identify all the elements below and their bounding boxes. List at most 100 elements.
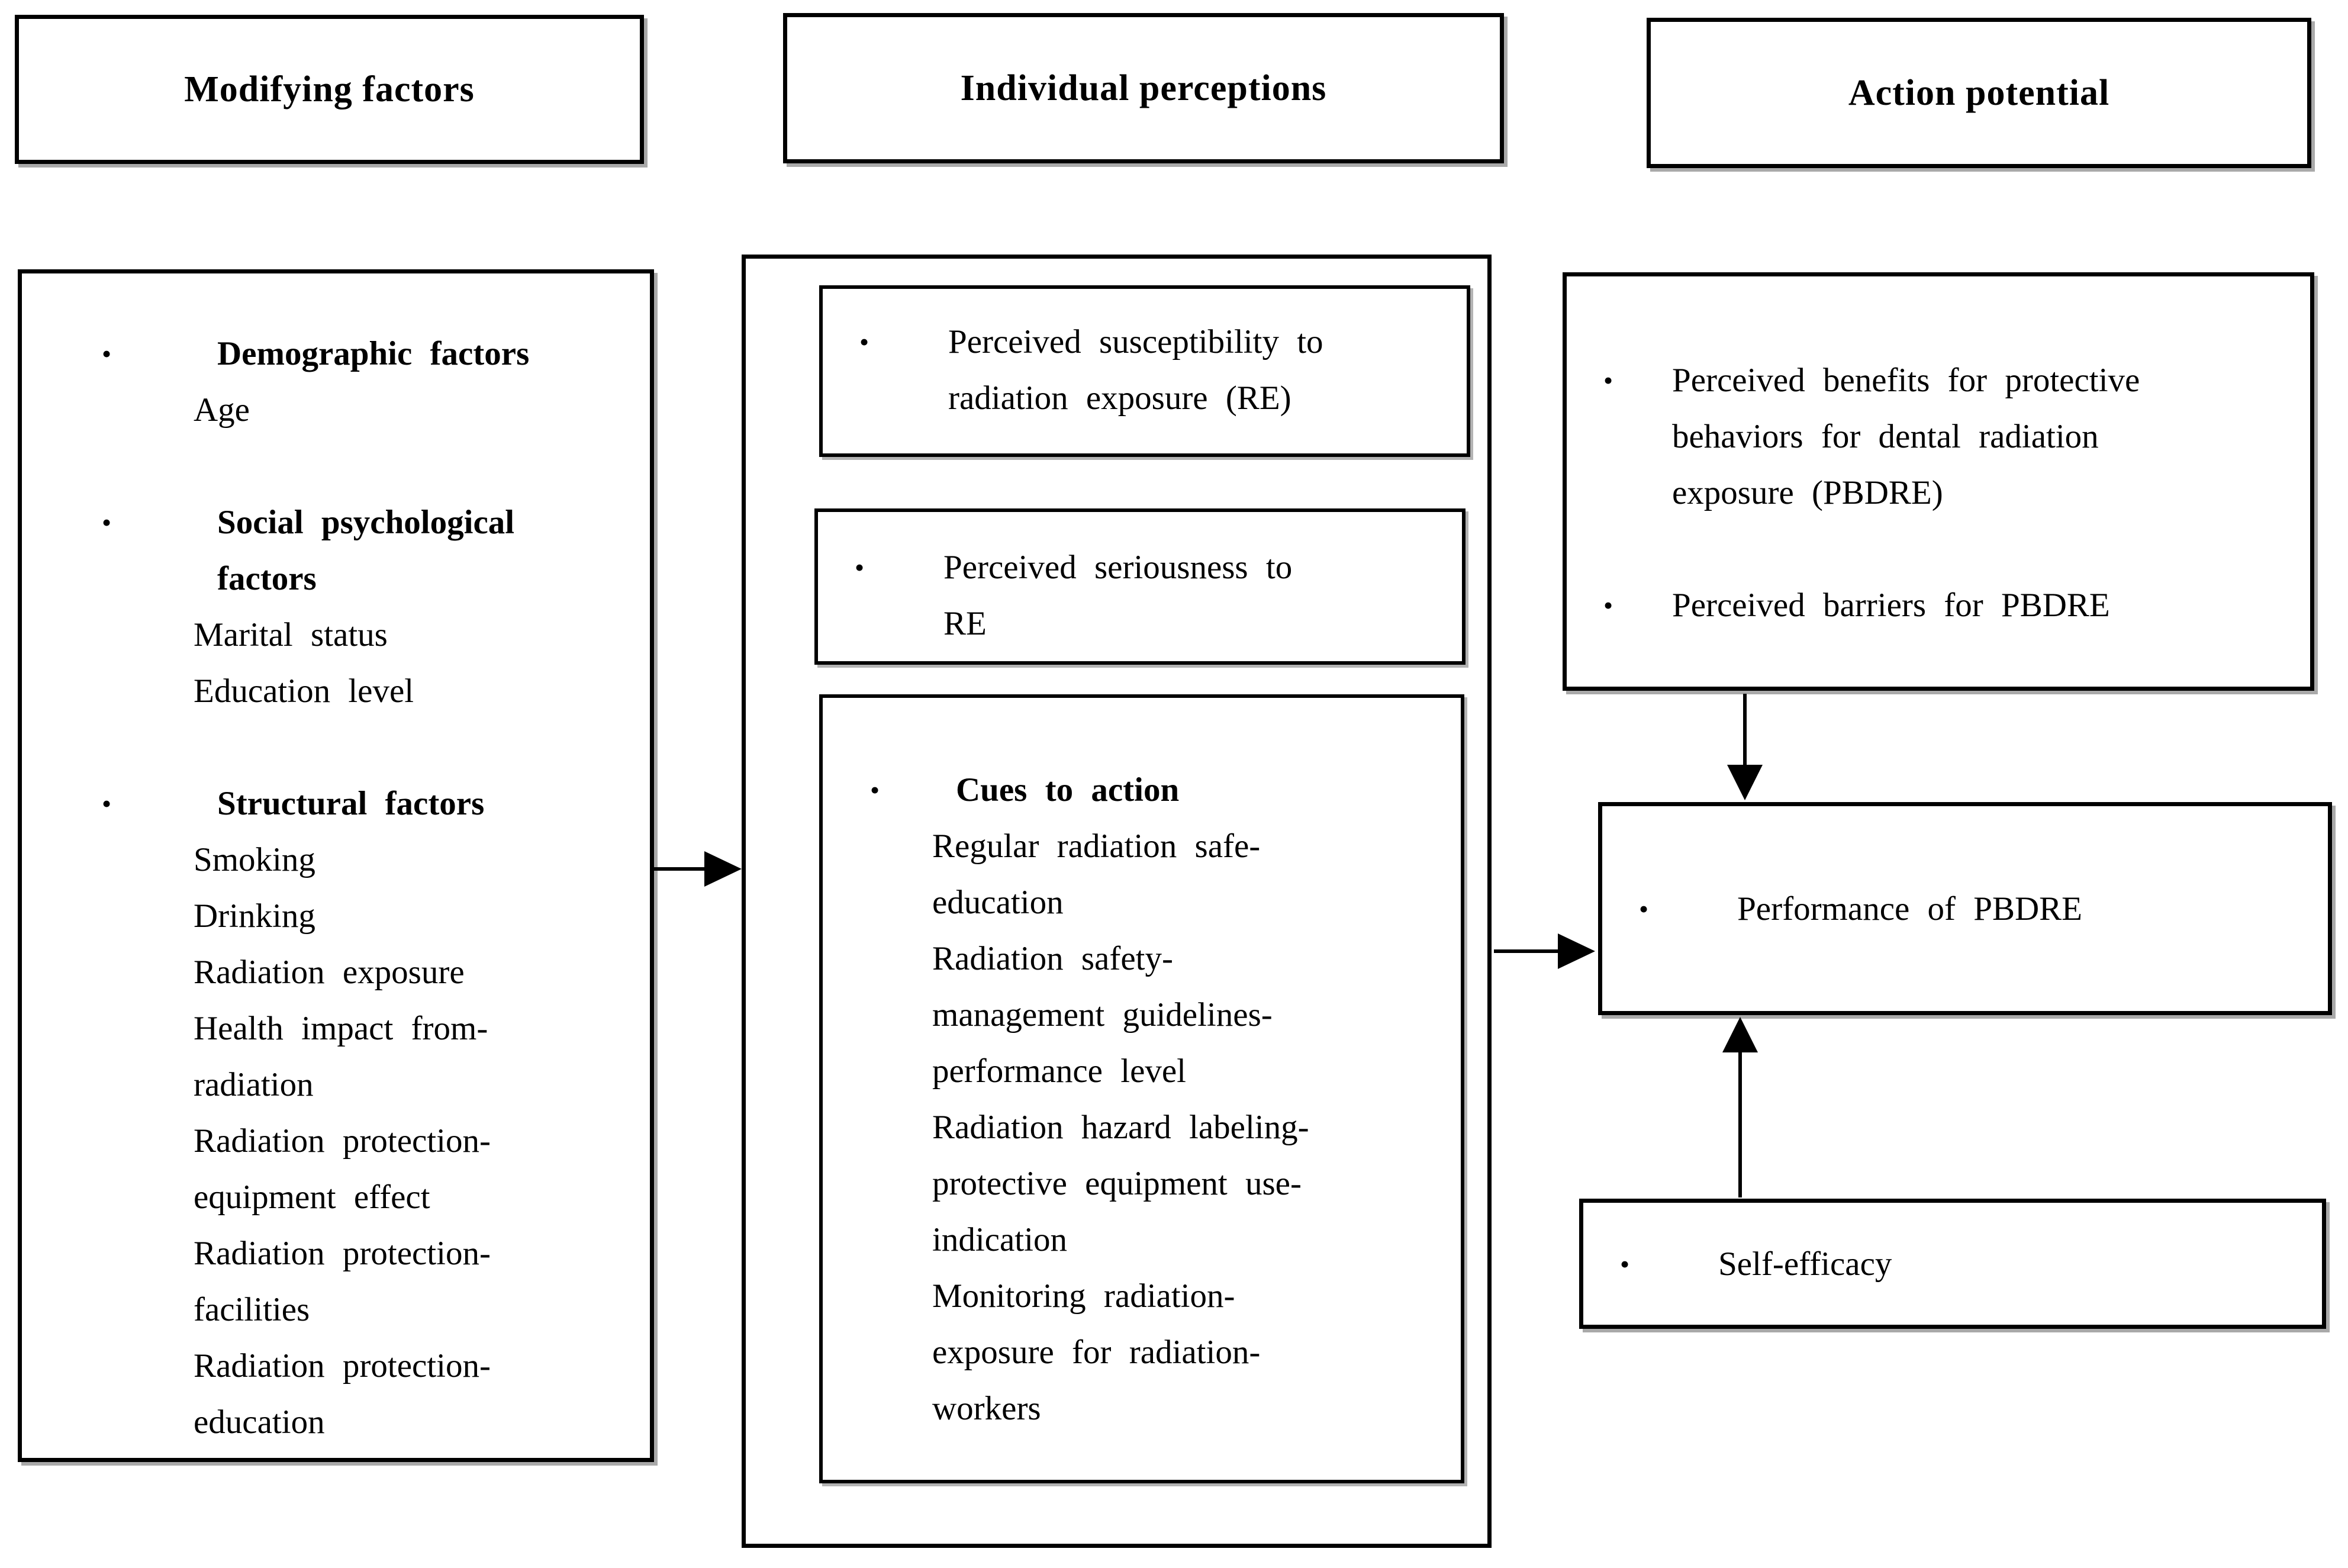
list-line-text: exposure for radiation-: [932, 1334, 1261, 1371]
list-line: RE: [818, 595, 1462, 652]
bullet-marker: •: [102, 339, 112, 369]
list-line-text: Perceived seriousness to: [943, 549, 1293, 586]
performance-box: • Performance of PBDRE: [1598, 802, 2332, 1015]
benefits-barriers-list: • Perceived benefits for protective beha…: [1567, 276, 2310, 633]
list-line: facilities: [22, 1282, 650, 1338]
performance-label: Performance of PBDRE: [1737, 890, 2082, 928]
arrow-selfefficacy-to-performance: [1722, 1017, 1758, 1197]
list-line: management guidelines-: [823, 987, 1461, 1043]
list-line-text: education: [932, 884, 1064, 921]
list-line: • Social psychological: [22, 494, 650, 550]
cues-to-action-box: • Cues to action Regular radiation safe-…: [819, 694, 1464, 1483]
header-individual-perceptions-label: Individual perceptions: [960, 67, 1327, 108]
list-line-text: Perceived barriers for PBDRE: [1672, 587, 2110, 624]
bullet-marker: •: [102, 788, 112, 819]
list-line: equipment effect: [22, 1169, 650, 1225]
list-line-text: Radiation protection-: [194, 1235, 491, 1272]
list-line-text: Radiation hazard labeling-: [932, 1109, 1309, 1146]
list-line-text: radiation exposure (RE): [948, 379, 1291, 417]
list-line: indication: [823, 1212, 1461, 1268]
list-line: [1567, 521, 2310, 577]
modifying-factors-box: • Demographic factors Age • Social psych…: [18, 269, 654, 1462]
list-line-text: Monitoring radiation-: [932, 1277, 1235, 1315]
bullet-marker: •: [859, 327, 869, 357]
list-line-text: indication: [932, 1221, 1067, 1258]
list-line: • Structural factors: [22, 775, 650, 832]
list-line-text: education: [194, 1403, 325, 1441]
list-line-text: exposure (PBDRE): [1672, 474, 1943, 511]
individual-perceptions-outer-box: • Perceived susceptibility to radiation …: [742, 255, 1492, 1548]
list-line: • Perceived benefits for protective: [1567, 352, 2310, 408]
list-line: Radiation protection-: [22, 1113, 650, 1169]
list-line-text: behaviors for dental radiation: [1672, 418, 2099, 455]
list-line: [22, 438, 650, 494]
list-line: • Perceived seriousness to: [818, 539, 1462, 595]
list-line-text: equipment effect: [194, 1179, 430, 1216]
list-line: Age: [22, 382, 650, 438]
list-line-text: Smoking: [194, 841, 315, 878]
list-line-text: protective equipment use-: [932, 1165, 1302, 1202]
list-line-text: Radiation protection-: [194, 1347, 491, 1385]
list-line: Drinking: [22, 888, 650, 944]
list-line: Radiation safety-: [823, 931, 1461, 987]
self-efficacy-box: • Self-efficacy: [1579, 1199, 2326, 1329]
list-line: Regular radiation safe-: [823, 818, 1461, 874]
bullet-marker: •: [1620, 1248, 1630, 1279]
list-line-text: Regular radiation safe-: [932, 828, 1261, 865]
perceived-susceptibility-list: • Perceived susceptibility to radiation …: [823, 289, 1467, 426]
list-line-text: Age: [194, 391, 250, 429]
arrow-benefits-to-performance: [1727, 694, 1763, 800]
benefits-barriers-box: • Perceived benefits for protective beha…: [1563, 272, 2314, 691]
bullet-marker: •: [855, 552, 865, 582]
list-line: Radiation hazard labeling-: [823, 1099, 1461, 1155]
header-action-potential-label: Action potential: [1848, 72, 2110, 113]
list-line: education: [823, 874, 1461, 931]
list-line-text: Radiation exposure: [194, 954, 465, 991]
perceived-susceptibility-box: • Perceived susceptibility to radiation …: [819, 285, 1470, 457]
list-line-text: facilities: [194, 1291, 310, 1328]
perceived-seriousness-list: • Perceived seriousness to RE: [818, 512, 1462, 652]
header-individual-perceptions: Individual perceptions: [783, 13, 1504, 163]
list-line-text: management guidelines-: [932, 996, 1273, 1033]
bullet-marker: •: [1603, 365, 1613, 395]
list-line: • Perceived barriers for PBDRE: [1567, 577, 2310, 633]
list-line-text: factors: [217, 560, 317, 597]
list-line-text: RE: [943, 605, 987, 642]
list-line: education: [22, 1394, 650, 1450]
header-modifying-factors-label: Modifying factors: [184, 69, 475, 110]
list-line: exposure (PBDRE): [1567, 465, 2310, 521]
arrow-perceptions-to-performance: [1494, 933, 1595, 969]
list-line: • Perceived susceptibility to: [823, 314, 1467, 370]
list-line: factors: [22, 550, 650, 607]
list-line-text: workers: [932, 1390, 1041, 1427]
list-line: • Cues to action: [823, 762, 1461, 818]
list-line: Marital status: [22, 607, 650, 663]
list-line-text: Education level: [194, 672, 414, 710]
list-line-text: performance level: [932, 1052, 1186, 1090]
list-line-text: Structural factors: [217, 785, 485, 822]
list-line: • Demographic factors: [22, 326, 650, 382]
list-line: protective equipment use-: [823, 1155, 1461, 1212]
arrow-modifying-to-perceptions: [653, 851, 742, 887]
list-line-text: Cues to action: [956, 771, 1180, 809]
header-action-potential: Action potential: [1647, 18, 2311, 168]
list-line: [22, 719, 650, 775]
list-line-text: Perceived susceptibility to: [948, 323, 1323, 360]
list-line: radiation: [22, 1057, 650, 1113]
list-line-text: radiation: [194, 1066, 314, 1103]
list-line: radiation exposure (RE): [823, 370, 1467, 426]
list-line-text: Perceived benefits for protective: [1672, 362, 2140, 399]
bullet-marker: •: [870, 775, 880, 805]
list-line-text: Radiation safety-: [932, 940, 1173, 977]
list-line: workers: [823, 1380, 1461, 1437]
list-line-text: Radiation protection-: [194, 1122, 491, 1160]
bullet-marker: •: [1639, 893, 1649, 924]
list-line: performance level: [823, 1043, 1461, 1099]
cues-to-action-list: • Cues to action Regular radiation safe-…: [823, 698, 1461, 1437]
list-line-text: Social psychological: [217, 504, 515, 541]
self-efficacy-label: Self-efficacy: [1718, 1245, 1892, 1283]
list-line: Education level: [22, 663, 650, 719]
header-modifying-factors: Modifying factors: [15, 15, 644, 164]
list-line: exposure for radiation-: [823, 1324, 1461, 1380]
